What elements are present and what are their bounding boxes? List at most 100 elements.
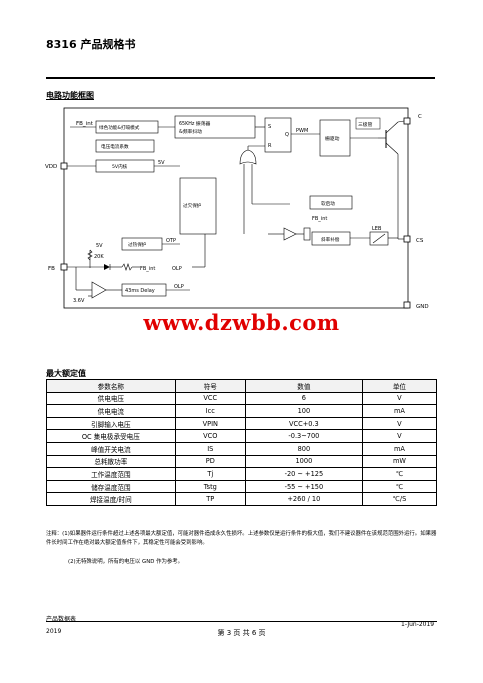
label-otp: OTP (166, 238, 176, 244)
footer-date: 1-Jun-2019 (401, 621, 435, 628)
cell-unit: mW (361, 454, 438, 469)
label-cs-pin: CS (416, 238, 424, 244)
fb-comparator (91, 281, 107, 299)
label-delay: 43ms Delay (125, 288, 155, 294)
label-fb-int-low: FB_int (140, 266, 155, 272)
label-ldo: 5V内核 (112, 163, 128, 170)
label-leb: LEB (372, 226, 382, 232)
block-soft-start (309, 195, 353, 210)
footer-doc-type: 产品数据表 (46, 616, 77, 623)
label-vdd-pin: VDD (45, 164, 57, 170)
label-5v-2: 5V (96, 243, 103, 249)
table-row: 焊接温度/时间 TP +260 / 10 ℃/S (46, 492, 438, 506)
label-gnd-pin: GND (416, 304, 429, 310)
label-osc: 65KHz 振荡器 (179, 120, 210, 127)
label-otp-block: 过热保护 (128, 241, 147, 248)
cell-unit: mA (361, 404, 438, 418)
cell-unit: ℃ (361, 479, 438, 494)
cell-symbol: Icc (174, 404, 246, 418)
label-olp: OLP (172, 266, 182, 272)
cell-symbol: PD (174, 454, 246, 469)
cell-param: 引脚输入电压 (46, 416, 176, 431)
cell-param: 储存温度范围 (46, 479, 176, 494)
cell-symbol: Tstg (174, 479, 246, 494)
cell-unit: V (361, 429, 438, 443)
cell-param: 工作温度范围 (46, 467, 176, 481)
col-unit: 单位 (361, 379, 438, 393)
ratings-header-row: 参数名称 符号 数值 单位 (46, 379, 438, 393)
label-green-mode: 绿色功能&打嗝模式 (99, 124, 140, 131)
section-circuit-title: 电路功能框图 (46, 91, 94, 100)
note-2: (2)无特殊说明，所有的电压以 GND 作为参考。 (68, 559, 184, 565)
cell-unit: mA (361, 441, 438, 456)
header-rule (46, 77, 435, 79)
section-ratings-title: 最大额定值 (46, 369, 86, 378)
col-symbol: 符号 (174, 379, 246, 393)
label-3v6: 3.6V (73, 298, 85, 304)
table-row: 储存温度范围 Tstg -55 ~ +150 ℃ (46, 479, 438, 494)
table-row: 引脚输入电压 VPIN VCC+0.3 V (46, 416, 438, 431)
col-value: 数值 (244, 379, 363, 393)
cs-comparator (283, 227, 297, 241)
label-fb-int-mid: FB_int (312, 216, 327, 222)
label-fb-int-top: FB_int (76, 121, 94, 127)
label-q: Q (285, 132, 289, 138)
cell-param: 峰值开关电流 (46, 441, 176, 456)
cell-symbol: VPIN (174, 416, 246, 431)
label-olp-2: OLP (174, 284, 184, 290)
block-vdd-detect (95, 139, 155, 153)
cell-value: -20 ~ +125 (244, 467, 363, 481)
cell-unit: V (361, 416, 438, 431)
cell-symbol: TP (174, 492, 246, 506)
cell-param: 供电电流 (46, 404, 176, 418)
block-slope (311, 231, 351, 246)
block-diagram: FB_int 绿色功能&打嗝模式 65KHz 振荡器 &频率抖动 S Q R P… (45, 107, 429, 310)
label-soft-start: 软启动 (321, 200, 335, 207)
label-r: R (268, 143, 272, 149)
label-pwm: PWM (296, 128, 308, 134)
chip-boundary (63, 107, 409, 309)
cell-param: 总耗散功率 (46, 454, 176, 469)
footer-page-number: 第 3 页 共 6 页 (217, 629, 266, 637)
or-gate (239, 149, 257, 165)
cell-value: +260 / 10 (244, 492, 363, 506)
cell-value: -0.3~700 (244, 429, 363, 443)
cell-value: 1000 (244, 454, 363, 469)
pin-fb (60, 263, 68, 271)
pin-c (403, 117, 411, 125)
cell-param: 焊接温度/时间 (46, 492, 176, 506)
cell-symbol: Tj (174, 467, 246, 481)
table-row: OC 集电极承受电压 VCO -0.3~700 V (46, 429, 438, 443)
label-fb-pin: FB (48, 266, 55, 272)
pin-cs (403, 235, 411, 243)
diode (104, 264, 110, 270)
cell-unit: V (361, 391, 438, 406)
table-row: 供电电流 Icc 100 mA (46, 404, 438, 418)
cell-value: VCC+0.3 (244, 416, 363, 431)
label-protect: 过欠保护 (183, 202, 202, 209)
pin-vdd (60, 162, 68, 170)
note-1: 注释：(1)如果器件运行条件超过上述各项最大额定值，可能对器件造成永久性损坏。上… (46, 531, 437, 546)
cell-symbol: IS (174, 441, 246, 456)
watermark: www.dzwbb.com (143, 310, 340, 335)
label-vdd-detect: 电压电流系数 (101, 143, 129, 150)
label-s: S (268, 124, 271, 130)
pin-gnd (403, 301, 411, 309)
cell-unit: ℃/S (361, 492, 438, 506)
document-title: 8316 产品规格书 (46, 38, 136, 51)
block-sr-latch (264, 117, 292, 153)
col-param: 参数名称 (46, 379, 176, 393)
table-row: 供电电压 VCC 6 V (46, 391, 438, 406)
label-slope: 斜率补偿 (321, 236, 340, 243)
table-row: 峰值开关电流 IS 800 mA (46, 441, 438, 456)
table-row: 总耗散功率 PD 1000 mW (46, 454, 438, 469)
cell-value: -55 ~ +150 (244, 479, 363, 494)
cell-unit: ℃ (361, 467, 438, 481)
block-protect (179, 177, 217, 235)
label-osc2: &频率抖动 (179, 128, 202, 135)
label-triode: 三极管 (358, 121, 373, 128)
cell-value: 6 (244, 391, 363, 406)
label-driver: 栅驱动 (325, 135, 340, 142)
table-row: 工作温度范围 Tj -20 ~ +125 ℃ (46, 467, 438, 481)
cell-param: OC 集电极承受电压 (46, 429, 176, 443)
